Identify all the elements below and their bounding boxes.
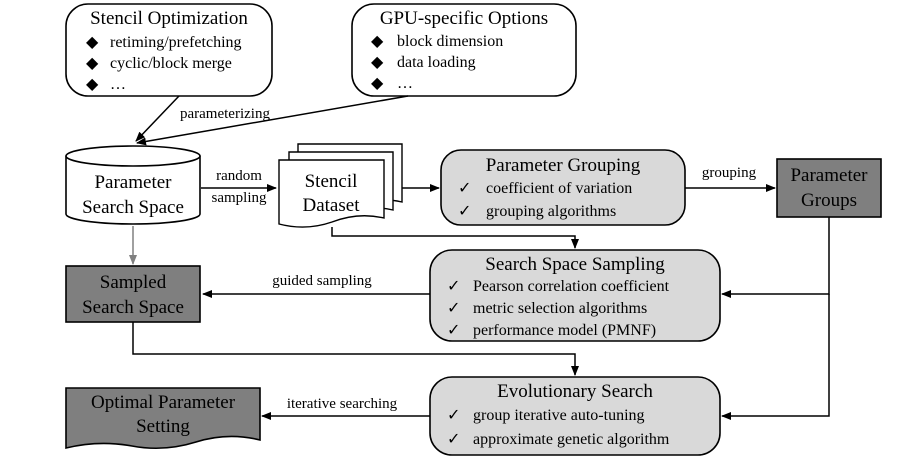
- diamond-bullet-icon: ◆: [86, 76, 99, 93]
- search-space-sampling-item: metric selection algorithms: [473, 300, 647, 317]
- arrow-stencil-opt-to-search-space: [135, 95, 180, 142]
- label-random: random: [216, 168, 262, 184]
- parameter-search-space-cylinder: Parameter Search Space: [65, 145, 201, 225]
- gpu-options-item: …: [397, 75, 413, 92]
- parameter-groups-box: Parameter Groups: [776, 158, 882, 218]
- parameter-grouping-box: Parameter Grouping ✓ coefficient of vari…: [440, 149, 686, 226]
- evolutionary-search-box: Evolutionary Search ✓ group iterative au…: [429, 376, 721, 456]
- optimal-parameter-line2: Setting: [136, 416, 190, 437]
- arrow-sampled-to-evolutionary: [132, 322, 579, 376]
- label-grouping: grouping: [702, 165, 757, 181]
- stencil-dataset-stack: Stencil Dataset: [278, 143, 403, 228]
- check-bullet-icon: ✓: [447, 431, 460, 448]
- search-space-sampling-box: Search Space Sampling ✓ Pearson correlat…: [429, 249, 721, 342]
- search-space-line2: Search Space: [82, 197, 184, 218]
- stencil-optimization-item: …: [110, 76, 126, 93]
- label-parameterizing: parameterizing: [180, 106, 270, 122]
- label-guided-sampling: guided sampling: [272, 273, 372, 289]
- search-space-line1: Parameter: [94, 172, 172, 193]
- check-bullet-icon: ✓: [447, 322, 460, 339]
- stencil-optimization-item: retiming/prefetching: [110, 34, 242, 51]
- stencil-optimization-item: cyclic/block merge: [110, 55, 232, 72]
- diamond-bullet-icon: ◆: [371, 54, 384, 71]
- arrow-groups-to-sampling: [721, 217, 830, 298]
- check-bullet-icon: ✓: [458, 203, 471, 220]
- gpu-options-box: GPU-specific Options ◆ block dimension ◆…: [351, 3, 577, 97]
- label-sampling: sampling: [212, 190, 267, 206]
- check-bullet-icon: ✓: [447, 300, 460, 317]
- arrow-dataset-to-sampling: [331, 227, 579, 249]
- search-space-sampling-title: Search Space Sampling: [485, 254, 665, 275]
- gpu-options-item: data loading: [397, 54, 476, 71]
- sampled-search-space-box: Sampled Search Space: [65, 265, 201, 323]
- stencil-dataset-line2: Dataset: [303, 195, 361, 216]
- arrow-groups-to-evolutionary: [721, 294, 830, 420]
- gpu-options-item: block dimension: [397, 33, 503, 50]
- stencil-optimization-box: Stencil Optimization ◆ retiming/prefetch…: [65, 3, 273, 97]
- check-bullet-icon: ✓: [447, 278, 460, 295]
- search-space-sampling-item: performance model (PMNF): [473, 322, 656, 339]
- evolutionary-search-title: Evolutionary Search: [497, 381, 653, 402]
- label-iterative-searching: iterative searching: [287, 396, 398, 412]
- parameter-grouping-item: grouping algorithms: [486, 203, 616, 220]
- parameter-grouping-title: Parameter Grouping: [486, 155, 641, 176]
- optimal-parameter-line1: Optimal Parameter: [91, 392, 236, 413]
- stencil-dataset-line1: Stencil: [305, 171, 358, 192]
- parameter-grouping-item: coefficient of variation: [486, 180, 632, 197]
- sampled-search-space-line2: Search Space: [82, 297, 184, 318]
- evolutionary-search-item: group iterative auto-tuning: [473, 407, 645, 424]
- evolutionary-search-item: approximate genetic algorithm: [473, 431, 670, 448]
- check-bullet-icon: ✓: [458, 180, 471, 197]
- optimal-parameter-setting-box: Optimal Parameter Setting: [65, 387, 261, 450]
- arrow-gpu-options-to-search-space: [136, 95, 409, 146]
- diamond-bullet-icon: ◆: [86, 55, 99, 72]
- search-space-sampling-item: Pearson correlation coefficient: [473, 278, 670, 295]
- check-bullet-icon: ✓: [447, 407, 460, 424]
- parameter-groups-line1: Parameter: [790, 165, 868, 186]
- sampled-search-space-line1: Sampled: [100, 272, 167, 293]
- diamond-bullet-icon: ◆: [371, 33, 384, 50]
- gpu-options-title: GPU-specific Options: [380, 8, 548, 29]
- parameter-groups-line2: Groups: [801, 190, 857, 211]
- diamond-bullet-icon: ◆: [371, 75, 384, 92]
- diamond-bullet-icon: ◆: [86, 34, 99, 51]
- stencil-optimization-title: Stencil Optimization: [90, 8, 248, 29]
